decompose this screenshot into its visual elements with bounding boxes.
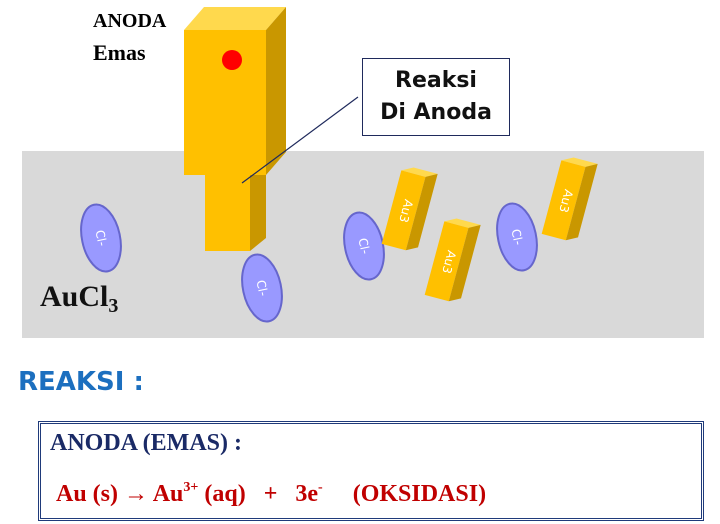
reaction-type: (OKSIDASI) <box>322 481 487 507</box>
electron-charge: - <box>318 480 323 495</box>
chloride-ion: Cl- <box>241 253 283 323</box>
anode-reaction-title: ANODA (EMAS) : <box>50 430 242 456</box>
solution-formula-subscript: 3 <box>108 295 119 317</box>
equation-product: Au <box>148 481 184 507</box>
solution-formula: AuCl3 <box>40 280 118 318</box>
reaction-heading-colon: : <box>133 367 144 397</box>
equation-reactant: Au (s) <box>56 481 125 507</box>
svg-text:Cl-: Cl- <box>92 229 109 248</box>
callout-box: Reaksi Di Anoda <box>362 58 510 136</box>
callout-line-2: Di Anoda <box>380 100 492 125</box>
svg-text:Au3: Au3 <box>556 188 576 214</box>
callout-line-1: Reaksi <box>395 68 477 93</box>
chloride-ion: Cl- <box>496 202 538 272</box>
equation-product-state: (aq) + 3e <box>198 481 319 507</box>
callout-pointer <box>241 96 359 184</box>
reaction-heading: REAKSI : <box>18 367 144 397</box>
svg-text:Cl-: Cl- <box>508 228 525 247</box>
gold-anode <box>184 7 286 251</box>
svg-text:Cl-: Cl- <box>355 237 372 256</box>
product-charge: 3+ <box>183 480 199 495</box>
svg-text:Cl-: Cl- <box>253 279 270 298</box>
svg-text:Au3: Au3 <box>439 249 459 275</box>
reaction-heading-text: REAKSI <box>18 367 125 397</box>
chloride-ion: Cl- <box>343 211 385 281</box>
anode-material-label: Emas <box>93 40 146 65</box>
anode-label: ANODA <box>93 10 167 32</box>
svg-text:Au3: Au3 <box>396 198 416 224</box>
anode-marker <box>222 50 242 70</box>
gold-ion: Au3 <box>381 167 438 251</box>
arrow-icon: → <box>124 481 149 507</box>
chloride-ion: Cl- <box>80 203 122 273</box>
oxidation-equation: Au (s) → Au3+ (aq) + 3e- (OKSIDASI) <box>56 480 486 508</box>
solution-formula-base: AuCl <box>40 280 109 313</box>
gold-ion: Au3 <box>541 157 598 241</box>
equation-box <box>38 421 704 521</box>
gold-ion: Au3 <box>424 218 481 302</box>
